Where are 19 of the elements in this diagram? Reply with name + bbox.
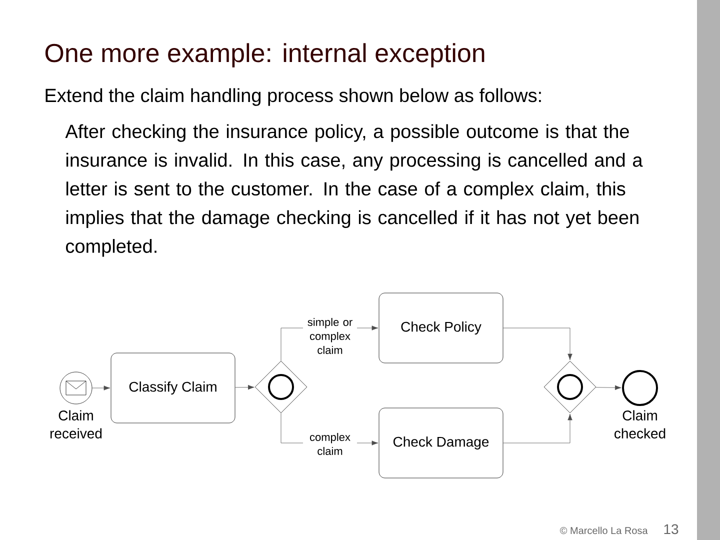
slide-title: One more example: internal exception: [45, 43, 484, 68]
copyright-note: © Marcello La Rosa: [560, 526, 648, 534]
sequence-flow-arrow: [503, 328, 572, 360]
gateway-diamond: [544, 360, 596, 414]
task-box: Check Damage: [378, 408, 504, 478]
page-number: 13: [664, 524, 678, 534]
sequence-flow-arrow: [503, 414, 572, 444]
task-box: Classify Claim: [110, 352, 236, 424]
event-label: Claim checked: [614, 410, 666, 438]
task-box: Check Policy: [378, 292, 504, 364]
gateway-diamond: [254, 360, 308, 414]
edge-label: complex claim: [303, 432, 357, 456]
event-label: Claim received: [50, 410, 102, 438]
sequence-flow-arrow: [235, 384, 254, 390]
sequence-flow-arrow: [596, 385, 622, 390]
body-paragraph: After checking the insurance policy, a possible outcome is that the insurance is invalid. In this case, any processing is cancelled and a letter is sent to the customer. In the case of a complex claim, this implies that the damage checking is cancelled if it has not yet been completed.: [65, 124, 643, 257]
intro-text: Extend the claim handling process shown below as follows:: [46, 88, 541, 106]
sequence-flow-arrow: [92, 386, 110, 390]
edge-label: simple or complex claim: [303, 316, 357, 356]
